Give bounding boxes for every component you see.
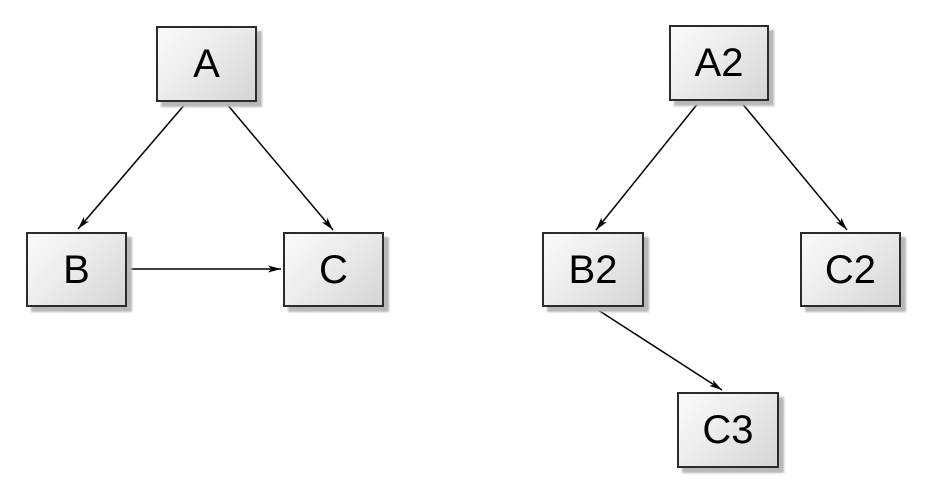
- node-A2-label: A2: [694, 41, 744, 85]
- edge-A-B[interactable]: [77, 102, 187, 230]
- edge-A2-B2[interactable]: [595, 101, 700, 231]
- node-C3-label: C3: [702, 408, 754, 452]
- node-C-label: C: [319, 247, 348, 292]
- edge-A2-C2[interactable]: [740, 101, 848, 231]
- node-B2[interactable]: B2: [542, 232, 644, 307]
- edge-A-C[interactable]: [225, 102, 334, 231]
- node-C2[interactable]: C2: [800, 232, 901, 307]
- node-B-label: B: [63, 247, 90, 292]
- node-A2[interactable]: A2: [669, 25, 769, 101]
- edge-B2-C3[interactable]: [594, 307, 723, 391]
- node-C3[interactable]: C3: [677, 392, 779, 468]
- node-C[interactable]: C: [283, 232, 384, 307]
- node-A[interactable]: A: [156, 26, 257, 102]
- node-A-label: A: [193, 42, 220, 86]
- node-B[interactable]: B: [26, 232, 127, 307]
- node-C2-label: C2: [824, 247, 877, 292]
- node-B2-label: B2: [568, 247, 618, 292]
